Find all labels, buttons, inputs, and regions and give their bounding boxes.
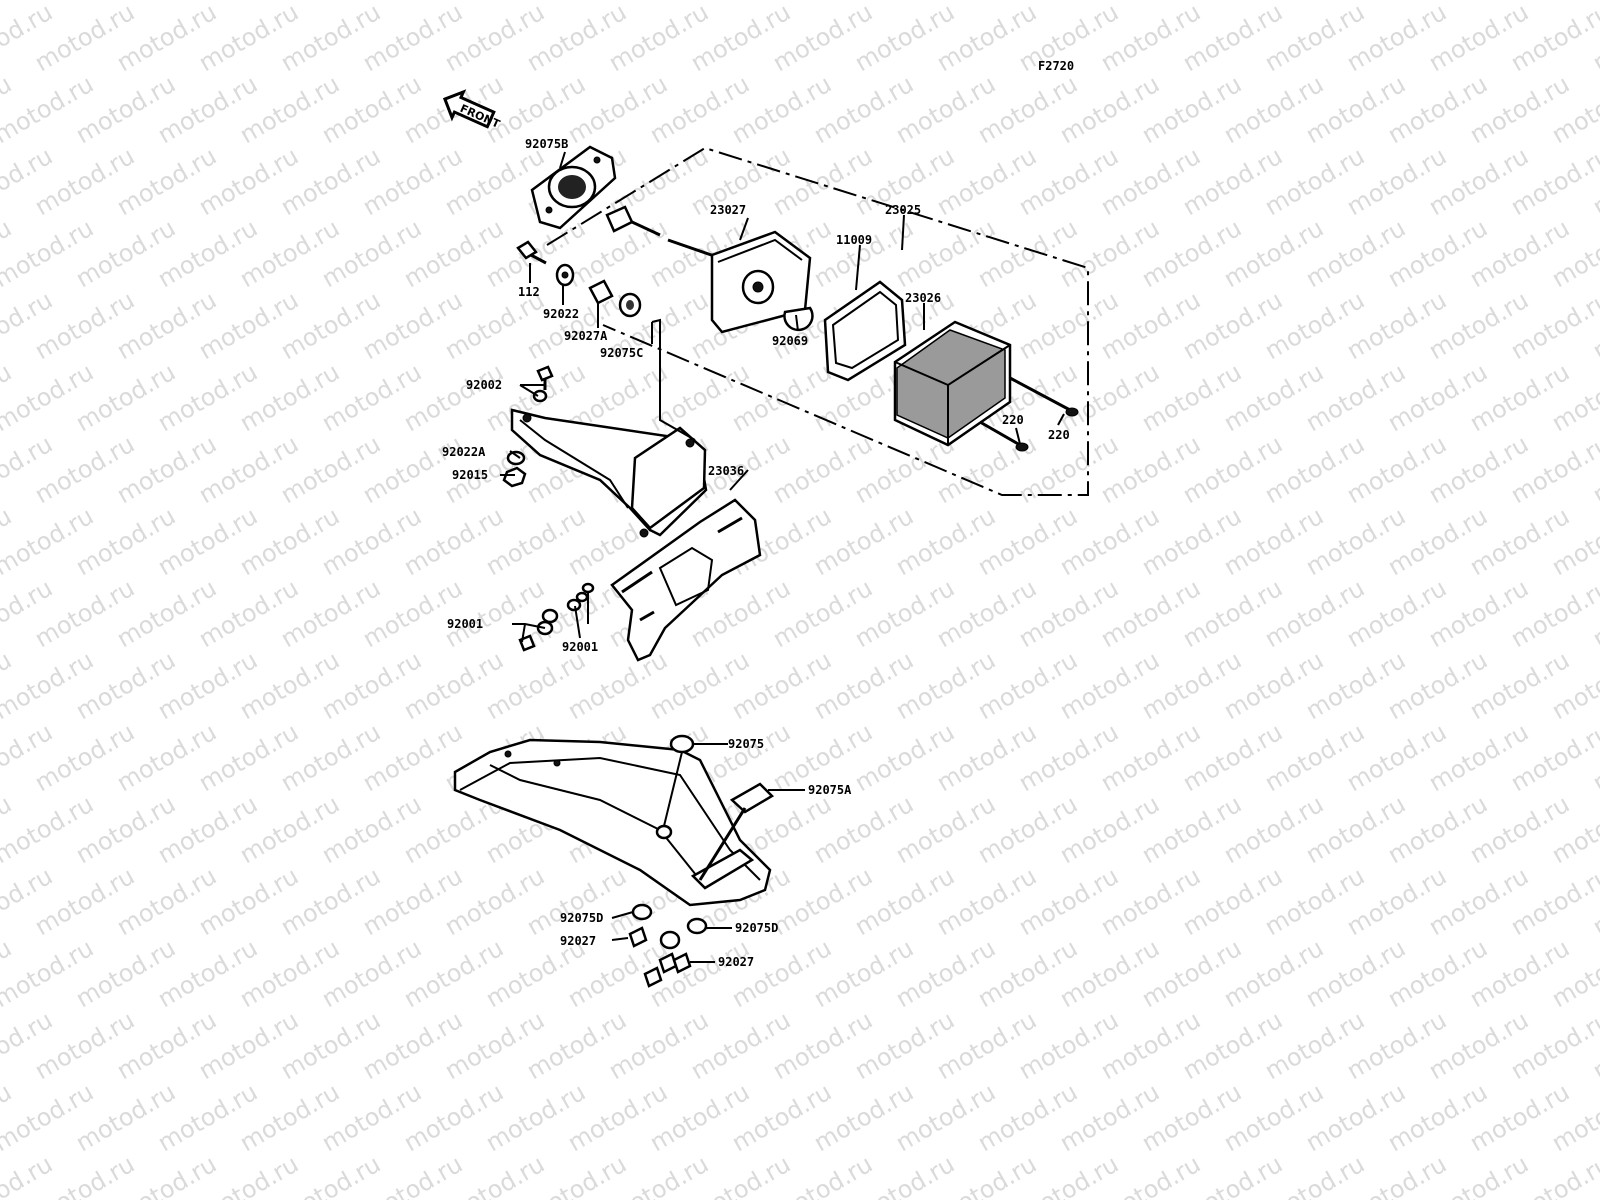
bolt-112 [516, 240, 547, 265]
label-92027-a: 92027 [560, 934, 596, 948]
label-92075C: 92075C [600, 346, 643, 360]
label-220-a: 220 [1002, 413, 1024, 427]
nut-92015 [502, 466, 527, 488]
watermark-text: motod.ru [0, 1150, 57, 1200]
grommet-92075 [669, 734, 695, 754]
label-112: 112 [518, 285, 540, 299]
washer-92022 [555, 263, 575, 287]
label-92075A: 92075A [808, 783, 852, 797]
label-23027: 23027 [710, 203, 746, 217]
bracket-23036 [510, 408, 762, 662]
washer-92022A [506, 450, 526, 466]
label-92002: 92002 [466, 378, 502, 392]
socket-23027 [605, 205, 814, 334]
collars-92027 [628, 926, 692, 988]
label-220-b: 220 [1048, 428, 1070, 442]
label-92022A: 92022A [442, 445, 486, 459]
figure-code: F2720 [1038, 59, 1074, 73]
part-labels: 92075B 23027 23025 112 92022 92027A 9207… [442, 137, 1070, 969]
gasket-92075B [530, 145, 617, 230]
label-92015: 92015 [452, 468, 488, 482]
gasket-11009 [823, 280, 907, 382]
label-92027-b: 92027 [718, 955, 754, 969]
label-11009: 11009 [836, 233, 872, 247]
collar-92027A [588, 279, 614, 305]
label-23036: 23036 [708, 464, 744, 478]
bolts-92001 [518, 582, 595, 652]
label-92022: 92022 [543, 307, 579, 321]
screws-220 [979, 376, 1079, 452]
label-92075B: 92075B [525, 137, 568, 151]
label-92075D-b: 92075D [735, 921, 778, 935]
assembly-outline-23025 [546, 146, 1089, 496]
label-92001-a: 92001 [447, 617, 483, 631]
rear-fender [453, 738, 772, 907]
label-23025: 23025 [885, 203, 921, 217]
label-92075D-a: 92075D [560, 911, 603, 925]
label-92069: 92069 [772, 334, 808, 348]
lens-23026 [893, 320, 1012, 447]
leader-lines [500, 151, 1065, 963]
label-92075: 92075 [728, 737, 764, 751]
label-92027A: 92027A [564, 329, 608, 343]
grommet-92075C [618, 292, 642, 318]
bracket-92075A [698, 782, 775, 881]
label-92001-b: 92001 [562, 640, 598, 654]
label-23026: 23026 [905, 291, 941, 305]
